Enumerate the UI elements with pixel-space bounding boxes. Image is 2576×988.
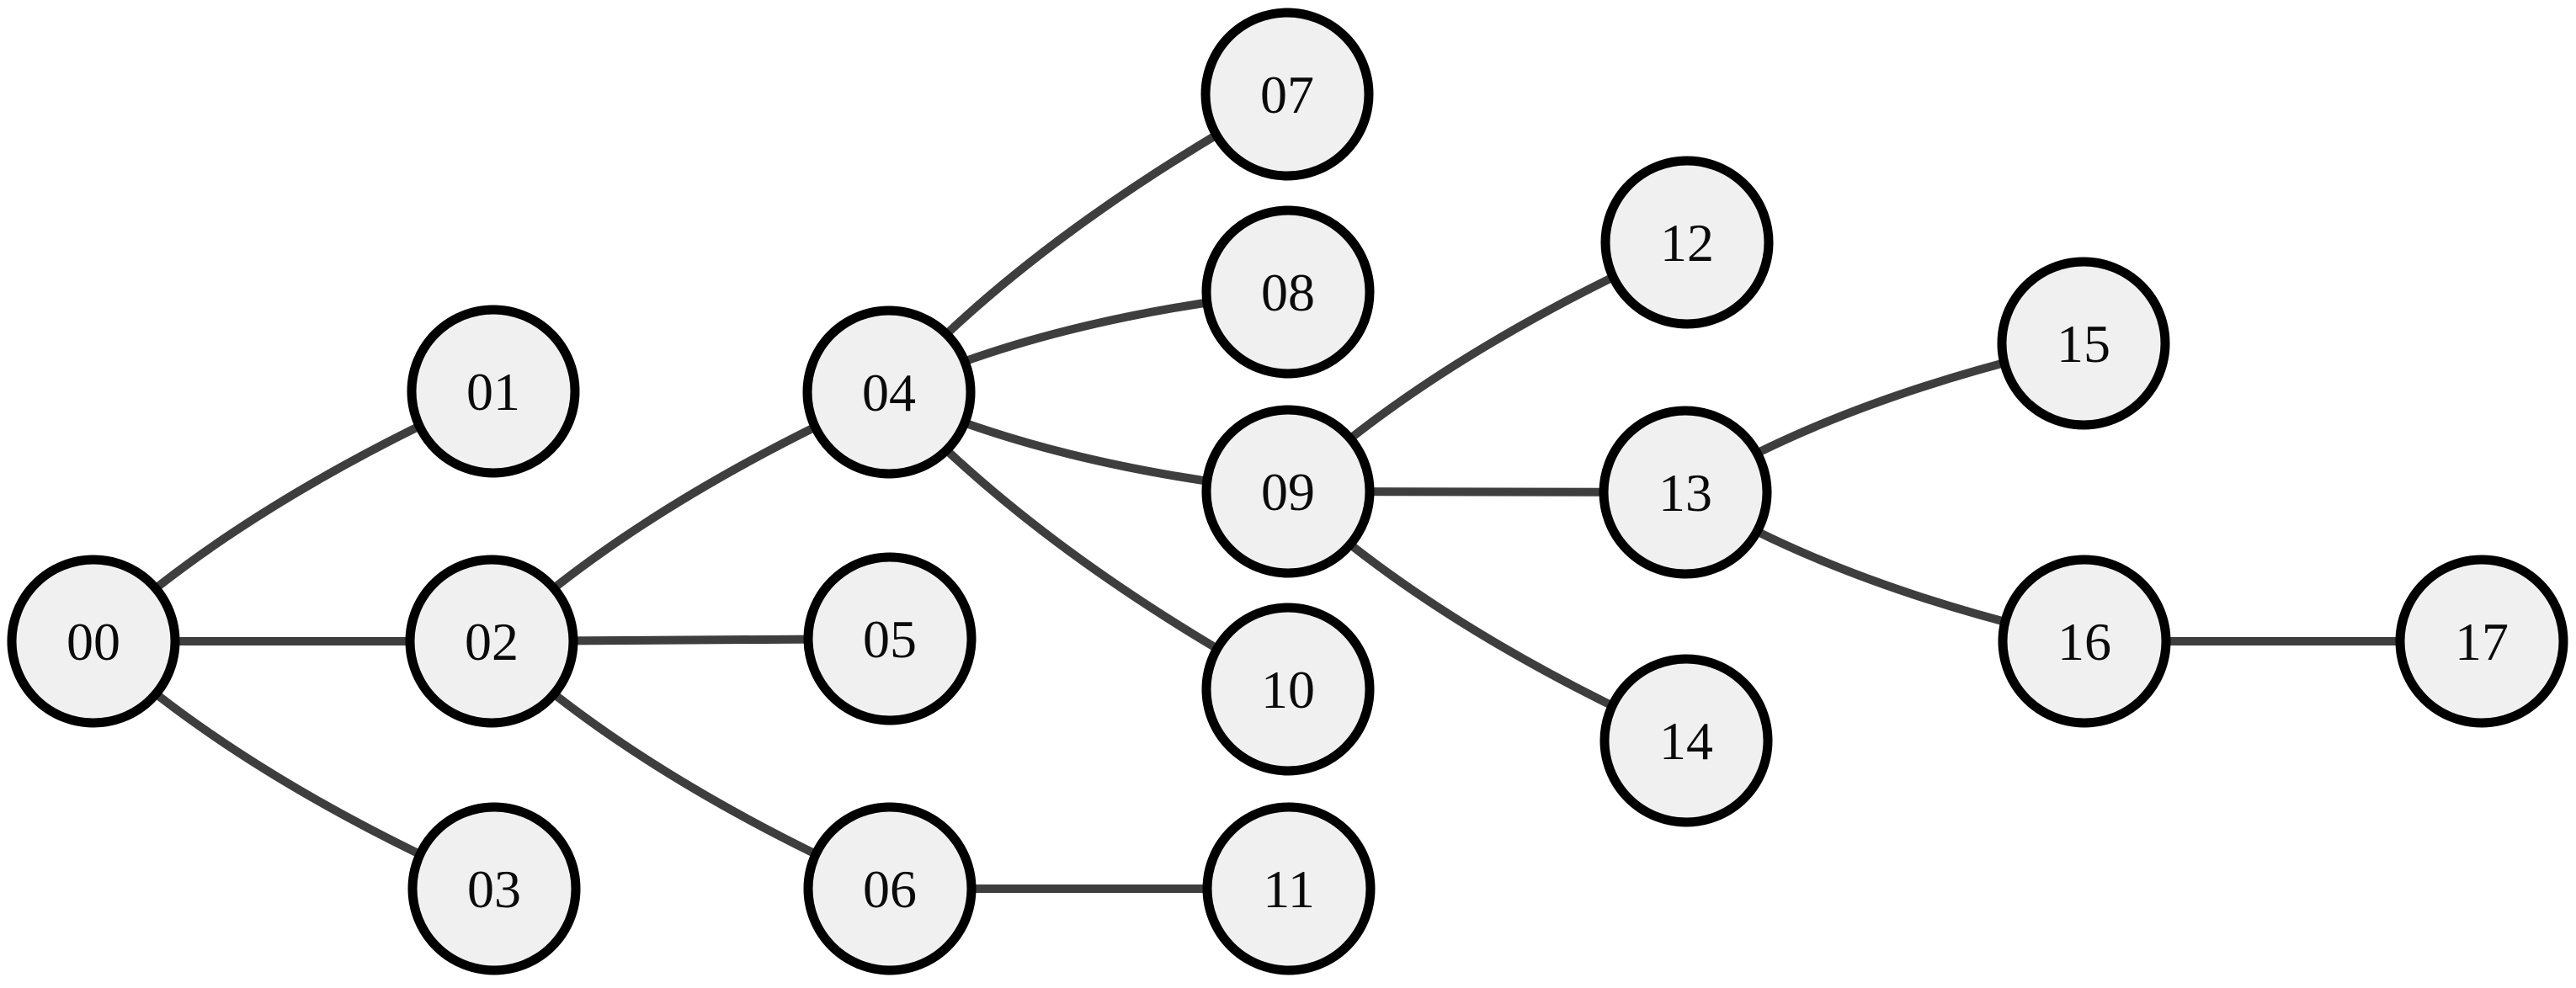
node-10: 10	[1201, 603, 1375, 776]
node-15-label: 15	[2057, 314, 2110, 374]
node-04-circle	[802, 305, 976, 479]
node-09-label: 09	[1261, 462, 1315, 522]
nodes-layer: 00 01 02 03 04 05 06 07 08 09 10 11 12 13 14 15 16 17	[7, 8, 2568, 975]
node-04-label: 04	[862, 363, 916, 422]
node-03-label: 03	[467, 859, 521, 919]
node-00: 00	[7, 555, 180, 728]
node-11-circle	[1202, 802, 1376, 975]
node-14: 14	[1599, 654, 1773, 827]
node-07-circle	[1200, 8, 1374, 181]
node-00-label: 00	[67, 612, 120, 672]
node-08-label: 08	[1261, 263, 1315, 322]
node-05-circle	[803, 552, 977, 725]
node-02-label: 02	[465, 612, 519, 672]
node-15: 15	[1997, 257, 2170, 430]
node-13-label: 13	[1658, 463, 1712, 523]
node-11: 11	[1202, 802, 1376, 975]
node-02-circle	[405, 555, 578, 728]
node-01-circle	[407, 305, 580, 478]
node-08-circle	[1201, 205, 1375, 379]
node-07: 07	[1200, 8, 1374, 181]
node-16-label: 16	[2057, 612, 2111, 672]
node-03-circle	[407, 802, 581, 975]
node-07-label: 07	[1260, 65, 1314, 125]
node-12-label: 12	[1660, 213, 1714, 273]
node-15-circle	[1997, 257, 2170, 430]
node-01-label: 01	[466, 362, 520, 422]
node-05-label: 05	[863, 609, 917, 669]
node-12-circle	[1600, 156, 1774, 329]
node-03: 03	[407, 802, 581, 975]
node-16-circle	[1998, 555, 2171, 728]
node-16: 16	[1998, 555, 2171, 728]
node-09: 09	[1201, 405, 1375, 578]
node-09-circle	[1201, 405, 1375, 578]
node-12: 12	[1600, 156, 1774, 329]
node-04: 04	[802, 305, 976, 479]
node-00-circle	[7, 555, 180, 728]
node-10-circle	[1201, 603, 1375, 776]
node-05: 05	[803, 552, 977, 725]
node-06-circle	[803, 802, 977, 975]
node-13: 13	[1599, 406, 1772, 579]
node-06: 06	[803, 802, 977, 975]
node-02: 02	[405, 555, 578, 728]
node-14-circle	[1599, 654, 1773, 827]
node-17-label: 17	[2455, 612, 2509, 672]
node-13-circle	[1599, 406, 1772, 579]
node-08: 08	[1201, 205, 1375, 379]
node-01: 01	[407, 305, 580, 478]
node-10-label: 10	[1261, 660, 1315, 720]
node-14-label: 14	[1659, 711, 1713, 771]
node-17: 17	[2395, 555, 2568, 728]
node-06-label: 06	[863, 859, 917, 919]
node-17-circle	[2395, 555, 2568, 728]
node-11-label: 11	[1263, 859, 1315, 919]
